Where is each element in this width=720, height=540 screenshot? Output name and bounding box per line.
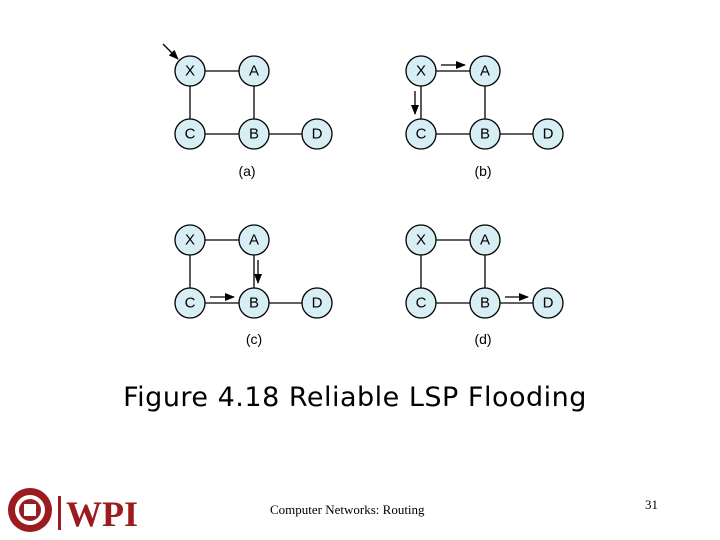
router-b: B	[469, 118, 501, 150]
router-label: D	[312, 126, 323, 143]
router-label: B	[480, 295, 490, 312]
router-b: B	[469, 287, 501, 319]
router-label: D	[312, 295, 323, 312]
router-label: B	[480, 126, 490, 143]
wpi-logo: WPI	[6, 484, 146, 540]
page-number: 31	[645, 497, 658, 512]
router-b: B	[238, 118, 270, 150]
panel-label: (a)	[238, 163, 255, 179]
router-b: B	[238, 287, 270, 319]
router-c: C	[405, 287, 437, 319]
router-label: A	[249, 232, 259, 249]
router-a: A	[469, 55, 501, 87]
router-label: A	[249, 63, 259, 80]
router-d: D	[532, 118, 564, 150]
router-label: A	[480, 63, 490, 80]
router-label: C	[416, 126, 427, 143]
router-x: X	[174, 55, 206, 87]
router-label: X	[416, 232, 426, 249]
router-c: C	[174, 287, 206, 319]
router-label: D	[543, 126, 554, 143]
router-label: D	[543, 295, 554, 312]
router-label: C	[185, 126, 196, 143]
router-d: D	[301, 287, 333, 319]
router-label: X	[185, 63, 195, 80]
router-x: X	[405, 224, 437, 256]
lsp-arrow	[162, 43, 179, 60]
course-title: Computer Networks: Routing	[270, 502, 425, 517]
router-a: A	[238, 55, 270, 87]
panel-label: (c)	[246, 331, 262, 347]
router-d: D	[301, 118, 333, 150]
router-a: A	[469, 224, 501, 256]
router-label: A	[480, 232, 490, 249]
panel-label: (d)	[474, 331, 491, 347]
router-label: X	[185, 232, 195, 249]
router-label: B	[249, 295, 259, 312]
panel-1: X A C B D (a)	[162, 43, 333, 179]
router-label: X	[416, 63, 426, 80]
router-label: B	[249, 126, 259, 143]
router-x: X	[174, 224, 206, 256]
router-label: C	[185, 295, 196, 312]
router-c: C	[174, 118, 206, 150]
panel-2: X A C B D (b)	[405, 55, 564, 179]
router-c: C	[405, 118, 437, 150]
panel-label: (b)	[474, 163, 491, 179]
router-d: D	[532, 287, 564, 319]
panel-4: X A C B D (d)	[405, 224, 564, 347]
router-label: C	[416, 295, 427, 312]
figure-caption: Figure 4.18 Reliable LSP Flooding	[123, 382, 587, 413]
router-a: A	[238, 224, 270, 256]
panel-3: X A C B D (c)	[174, 224, 333, 347]
router-x: X	[405, 55, 437, 87]
wpi-logo-text: WPI	[66, 494, 138, 534]
